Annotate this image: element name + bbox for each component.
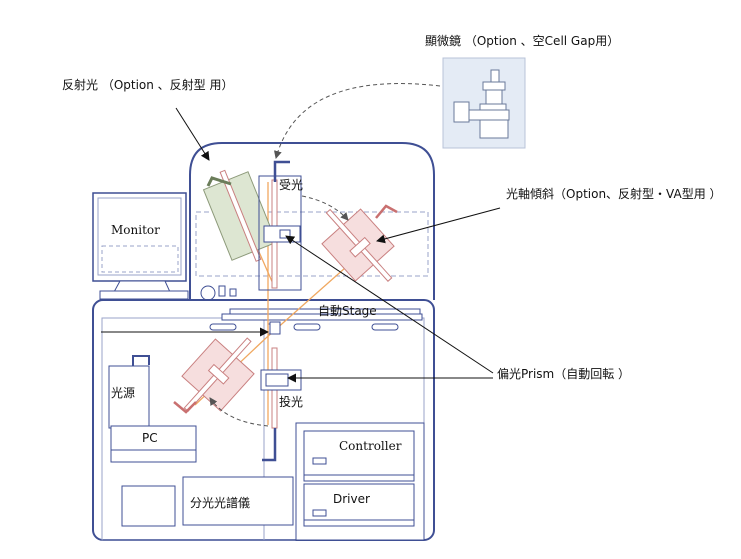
spectrometer: 分光光譜儀 xyxy=(182,476,294,526)
storage-box xyxy=(121,485,176,527)
upper-chamber-frame xyxy=(189,142,435,300)
microscope-label: 顯微鏡 （Option 、空Cell Gap用） xyxy=(425,33,619,48)
upper-dashed-region xyxy=(195,211,429,277)
spectrometer-label: 分光光譜儀 xyxy=(190,495,250,510)
stage-small-parts xyxy=(200,285,237,301)
reflected-fiber xyxy=(206,176,232,187)
controller-unit: Controller xyxy=(303,430,415,482)
receiver-unit: 受光 xyxy=(258,160,303,291)
pointer-arrows xyxy=(101,107,501,383)
stage-label: 自動Stage xyxy=(318,304,377,318)
tilt-label: 光軸傾斜（Option、反射型・VA型用 ） xyxy=(506,186,722,201)
tilt-fiber xyxy=(375,204,398,219)
pc-unit: PC xyxy=(110,425,197,463)
driver-unit: Driver xyxy=(303,483,415,527)
pc-label: PC xyxy=(142,431,158,445)
receiver-label: 受光 xyxy=(279,178,303,192)
polarizer-prism-label: 偏光Prism（自動回転 ） xyxy=(497,366,630,381)
dashed-arrows xyxy=(209,83,441,427)
tilt-unit xyxy=(321,208,395,282)
controller-label: Controller xyxy=(339,439,402,453)
light-source-label: 光源 xyxy=(111,386,135,400)
emitter-label: 投光 xyxy=(279,394,303,409)
lower-source-fiber xyxy=(173,401,197,414)
monitor: Monitor xyxy=(92,192,189,300)
driver-label: Driver xyxy=(333,492,370,506)
monitor-label: Monitor xyxy=(111,223,160,237)
light-source: 光源 xyxy=(108,355,150,429)
emitter-unit: 投光 xyxy=(260,321,303,462)
reflected-light-unit xyxy=(202,169,278,262)
microscope-box: 顯微鏡 （Option 、空Cell Gap用） xyxy=(425,33,619,149)
reflected-light-label: 反射光 （Option 、反射型 用） xyxy=(62,77,234,92)
lower-source-unit xyxy=(181,337,255,412)
auto-stage: 自動Stage xyxy=(209,304,423,335)
